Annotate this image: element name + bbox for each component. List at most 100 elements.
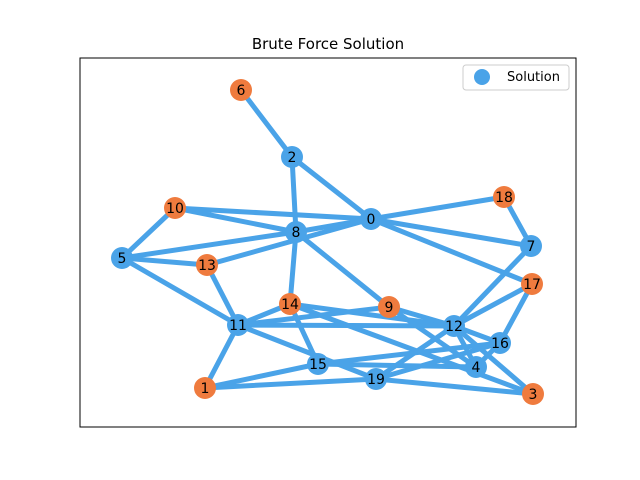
node-circle-9 xyxy=(378,296,400,318)
node-5: 5 xyxy=(111,247,133,269)
node-label-12: 12 xyxy=(445,319,463,335)
edge-5-11 xyxy=(119,255,241,328)
node-9: 9 xyxy=(378,296,400,318)
edge-11-1 xyxy=(202,322,241,391)
node-label-7: 7 xyxy=(527,239,536,255)
node-circle-15 xyxy=(307,353,329,375)
node-circle-1 xyxy=(194,377,216,399)
node-label-15: 15 xyxy=(309,357,327,373)
legend-label: Solution xyxy=(507,70,560,85)
edge-11-12 xyxy=(235,322,457,329)
edge-16-19 xyxy=(373,340,503,382)
node-circle-5 xyxy=(111,247,133,269)
node-18: 18 xyxy=(493,186,515,208)
edge-9-12 xyxy=(386,304,457,329)
node-1: 1 xyxy=(194,377,216,399)
node-4: 4 xyxy=(465,356,487,378)
axes-frame xyxy=(79,57,577,428)
node-6: 6 xyxy=(230,79,252,101)
node-3: 3 xyxy=(522,383,544,405)
node-circle-18 xyxy=(493,186,515,208)
edge-8-9 xyxy=(293,229,392,310)
edge-11-9 xyxy=(235,304,392,328)
node-label-13: 13 xyxy=(198,258,216,274)
node-8: 8 xyxy=(285,221,307,243)
node-7: 7 xyxy=(520,235,542,257)
node-circle-13 xyxy=(196,254,218,276)
edge-14-3 xyxy=(287,301,536,397)
node-14: 14 xyxy=(279,293,301,315)
node-16: 16 xyxy=(489,332,511,354)
edge-15-1 xyxy=(202,361,321,391)
node-2: 2 xyxy=(281,146,303,168)
node-label-17: 17 xyxy=(523,277,541,293)
node-circle-7 xyxy=(520,235,542,257)
edge-7-12 xyxy=(451,243,534,329)
legend-marker xyxy=(474,69,490,85)
edge-17-16 xyxy=(497,281,535,346)
edge-10-8 xyxy=(172,205,299,235)
node-label-6: 6 xyxy=(237,83,246,99)
edge-19-3 xyxy=(373,376,536,397)
node-circle-8 xyxy=(285,221,307,243)
node-label-9: 9 xyxy=(385,300,394,316)
node-circle-12 xyxy=(443,315,465,337)
edge-2-8 xyxy=(289,154,299,235)
node-11: 11 xyxy=(227,314,249,336)
edges-layer xyxy=(119,87,536,397)
node-label-16: 16 xyxy=(491,336,509,352)
edge-14-12 xyxy=(287,301,457,329)
edge-8-14 xyxy=(287,229,299,307)
edge-17-12 xyxy=(451,281,535,329)
node-circle-16 xyxy=(489,332,511,354)
node-circle-19 xyxy=(365,368,387,390)
edge-11-19 xyxy=(235,322,379,382)
edge-10-5 xyxy=(119,205,178,261)
node-circle-0 xyxy=(360,208,382,230)
legend-box xyxy=(462,64,570,91)
edge-10-0 xyxy=(172,205,374,222)
node-label-4: 4 xyxy=(472,360,481,376)
node-label-18: 18 xyxy=(495,190,513,206)
chart-title: Brute Force Solution xyxy=(252,35,404,53)
edge-12-3 xyxy=(451,323,536,397)
edge-2-0 xyxy=(289,154,374,222)
edge-1-19 xyxy=(202,376,379,391)
node-0: 0 xyxy=(360,208,382,230)
edge-5-8 xyxy=(119,229,299,261)
node-label-11: 11 xyxy=(229,318,247,334)
node-circle-3 xyxy=(522,383,544,405)
node-label-8: 8 xyxy=(292,225,301,241)
node-12: 12 xyxy=(443,315,465,337)
node-label-5: 5 xyxy=(118,251,127,267)
edge-15-4 xyxy=(315,361,479,370)
node-circle-17 xyxy=(521,273,543,295)
edge-16-15 xyxy=(315,340,503,367)
node-label-3: 3 xyxy=(529,387,538,403)
node-circle-10 xyxy=(164,197,186,219)
node-15: 15 xyxy=(307,353,329,375)
node-label-14: 14 xyxy=(281,297,299,313)
edge-13-11 xyxy=(204,262,241,328)
node-10: 10 xyxy=(164,197,186,219)
node-label-10: 10 xyxy=(166,201,184,217)
edge-5-13 xyxy=(119,255,210,268)
node-circle-14 xyxy=(279,293,301,315)
node-17: 17 xyxy=(521,273,543,295)
legend: Solution xyxy=(462,64,570,91)
node-13: 13 xyxy=(196,254,218,276)
node-circle-2 xyxy=(281,146,303,168)
node-circle-4 xyxy=(465,356,487,378)
node-label-1: 1 xyxy=(201,381,210,397)
edge-8-0 xyxy=(293,216,374,235)
edge-9-4 xyxy=(386,304,479,370)
node-label-0: 0 xyxy=(367,212,376,228)
edge-6-2 xyxy=(238,87,295,160)
node-circle-6 xyxy=(230,79,252,101)
edge-0-18 xyxy=(368,194,507,222)
edge-0-7 xyxy=(368,216,534,249)
node-19: 19 xyxy=(365,368,387,390)
node-circle-11 xyxy=(227,314,249,336)
